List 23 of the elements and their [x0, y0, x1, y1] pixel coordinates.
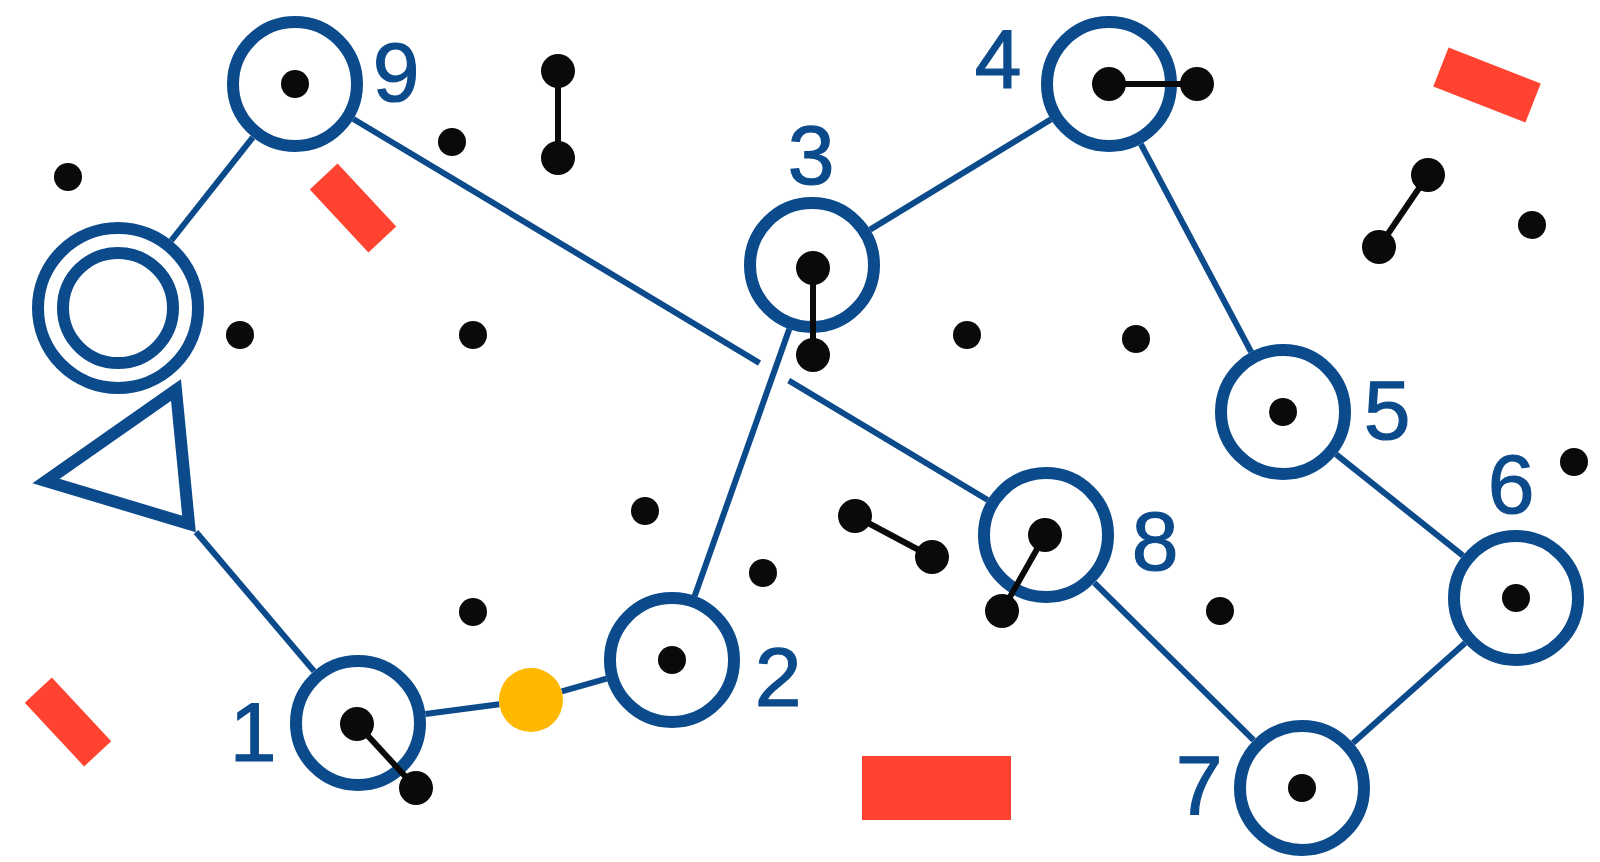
double-circle-node	[32, 222, 204, 394]
node-number: 8	[1131, 510, 1179, 572]
connector-line	[425, 701, 500, 717]
connector-line	[868, 116, 1053, 233]
node-number: 5	[1363, 379, 1411, 441]
filled-circle-node	[499, 668, 563, 732]
node-number: 1	[229, 701, 277, 763]
node-number: 9	[372, 41, 420, 103]
node-number: 2	[754, 646, 802, 708]
connector-line	[561, 675, 608, 695]
node-number: 7	[1175, 754, 1223, 816]
connector-line	[1092, 580, 1256, 743]
connector-line	[691, 328, 793, 597]
node-number: 4	[974, 28, 1022, 90]
node-number: 6	[1487, 453, 1535, 515]
connector-line	[1350, 640, 1468, 746]
triangle-node	[32, 378, 198, 534]
connector-line	[168, 135, 256, 243]
connector-line	[351, 116, 990, 503]
node-number: 3	[787, 124, 835, 186]
connector-line	[193, 530, 317, 674]
connector-line	[1334, 452, 1465, 558]
connector-line	[1138, 142, 1254, 354]
